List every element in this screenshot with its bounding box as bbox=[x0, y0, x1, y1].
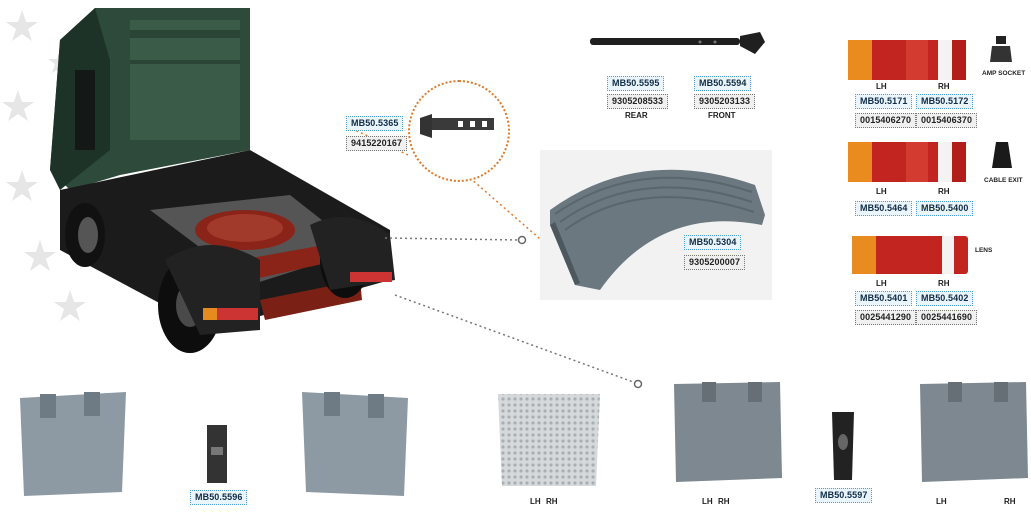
tail-lamp-3-image bbox=[852, 236, 968, 274]
lamp1-rh-label: RH bbox=[938, 82, 950, 91]
rod-rear-label: REAR bbox=[625, 111, 648, 120]
mudguard-code: MB50.5304 bbox=[684, 235, 742, 250]
clip-oem: 9415220167 bbox=[346, 136, 408, 151]
lamp1-lh-oem: 0015406270 bbox=[855, 113, 917, 128]
cable-exit-icon bbox=[992, 142, 1012, 168]
rod-image bbox=[590, 32, 765, 54]
truck-image bbox=[0, 0, 410, 365]
lens-label: LENS bbox=[975, 247, 993, 254]
lamp2-rh-label: RH bbox=[938, 187, 950, 196]
flap-image-1 bbox=[20, 392, 126, 496]
rod-front-oem: 9305203133 bbox=[694, 94, 756, 109]
rod-front-label: FRONT bbox=[708, 111, 736, 120]
flap2-lh-label: LH bbox=[936, 497, 947, 506]
lamp2-lh-label: LH bbox=[876, 187, 887, 196]
lamp1-lh-label: LH bbox=[876, 82, 887, 91]
lamp3-rh-label: RH bbox=[938, 279, 950, 288]
flap-lh-label: LH bbox=[702, 497, 713, 506]
amp-socket-label: AMP SOCKET bbox=[982, 70, 1026, 77]
lamp3-rh-code: MB50.5402 bbox=[916, 291, 974, 306]
lamp1-lh-code: MB50.5171 bbox=[855, 94, 913, 109]
clip-code: MB50.5365 bbox=[346, 116, 404, 131]
clip-part-image bbox=[420, 114, 494, 138]
rod-front-code: MB50.5594 bbox=[694, 76, 752, 91]
flap-rh-label: RH bbox=[718, 497, 730, 506]
lamp3-lh-code: MB50.5401 bbox=[855, 291, 913, 306]
lamp1-rh-code: MB50.5172 bbox=[916, 94, 974, 109]
lamp3-lh-oem: 0025441290 bbox=[855, 310, 917, 325]
rod-rear-oem: 9305208533 bbox=[607, 94, 669, 109]
lamp3-rh-oem: 0025441690 bbox=[916, 310, 978, 325]
rod-rear-code: MB50.5595 bbox=[607, 76, 665, 91]
flap-image-4 bbox=[920, 382, 1028, 482]
flap-image-3 bbox=[674, 382, 782, 482]
bracket-image-1 bbox=[207, 425, 227, 483]
grid-lh-label: LH bbox=[530, 497, 541, 506]
bracket1-code: MB50.5596 bbox=[190, 490, 248, 505]
tail-lamp-1-image bbox=[848, 40, 966, 80]
mudguard-image bbox=[550, 169, 765, 290]
flap2-rh-label: RH bbox=[1004, 497, 1016, 506]
bracket2-code: MB50.5597 bbox=[815, 488, 873, 503]
grid-flap-image bbox=[498, 394, 600, 486]
amp-socket-icon bbox=[990, 36, 1012, 62]
lamp2-lh-code: MB50.5464 bbox=[855, 201, 913, 216]
tail-lamp-2-image bbox=[848, 142, 966, 182]
bracket-image-2 bbox=[832, 412, 854, 480]
cable-exit-label: CABLE EXIT bbox=[984, 177, 1023, 184]
lamp1-rh-oem: 0015406370 bbox=[916, 113, 978, 128]
grid-rh-label: RH bbox=[546, 497, 558, 506]
flap-image-2 bbox=[302, 392, 408, 496]
lamp2-rh-code: MB50.5400 bbox=[916, 201, 974, 216]
mudguard-oem: 9305200007 bbox=[684, 255, 746, 270]
lamp3-lh-label: LH bbox=[876, 279, 887, 288]
